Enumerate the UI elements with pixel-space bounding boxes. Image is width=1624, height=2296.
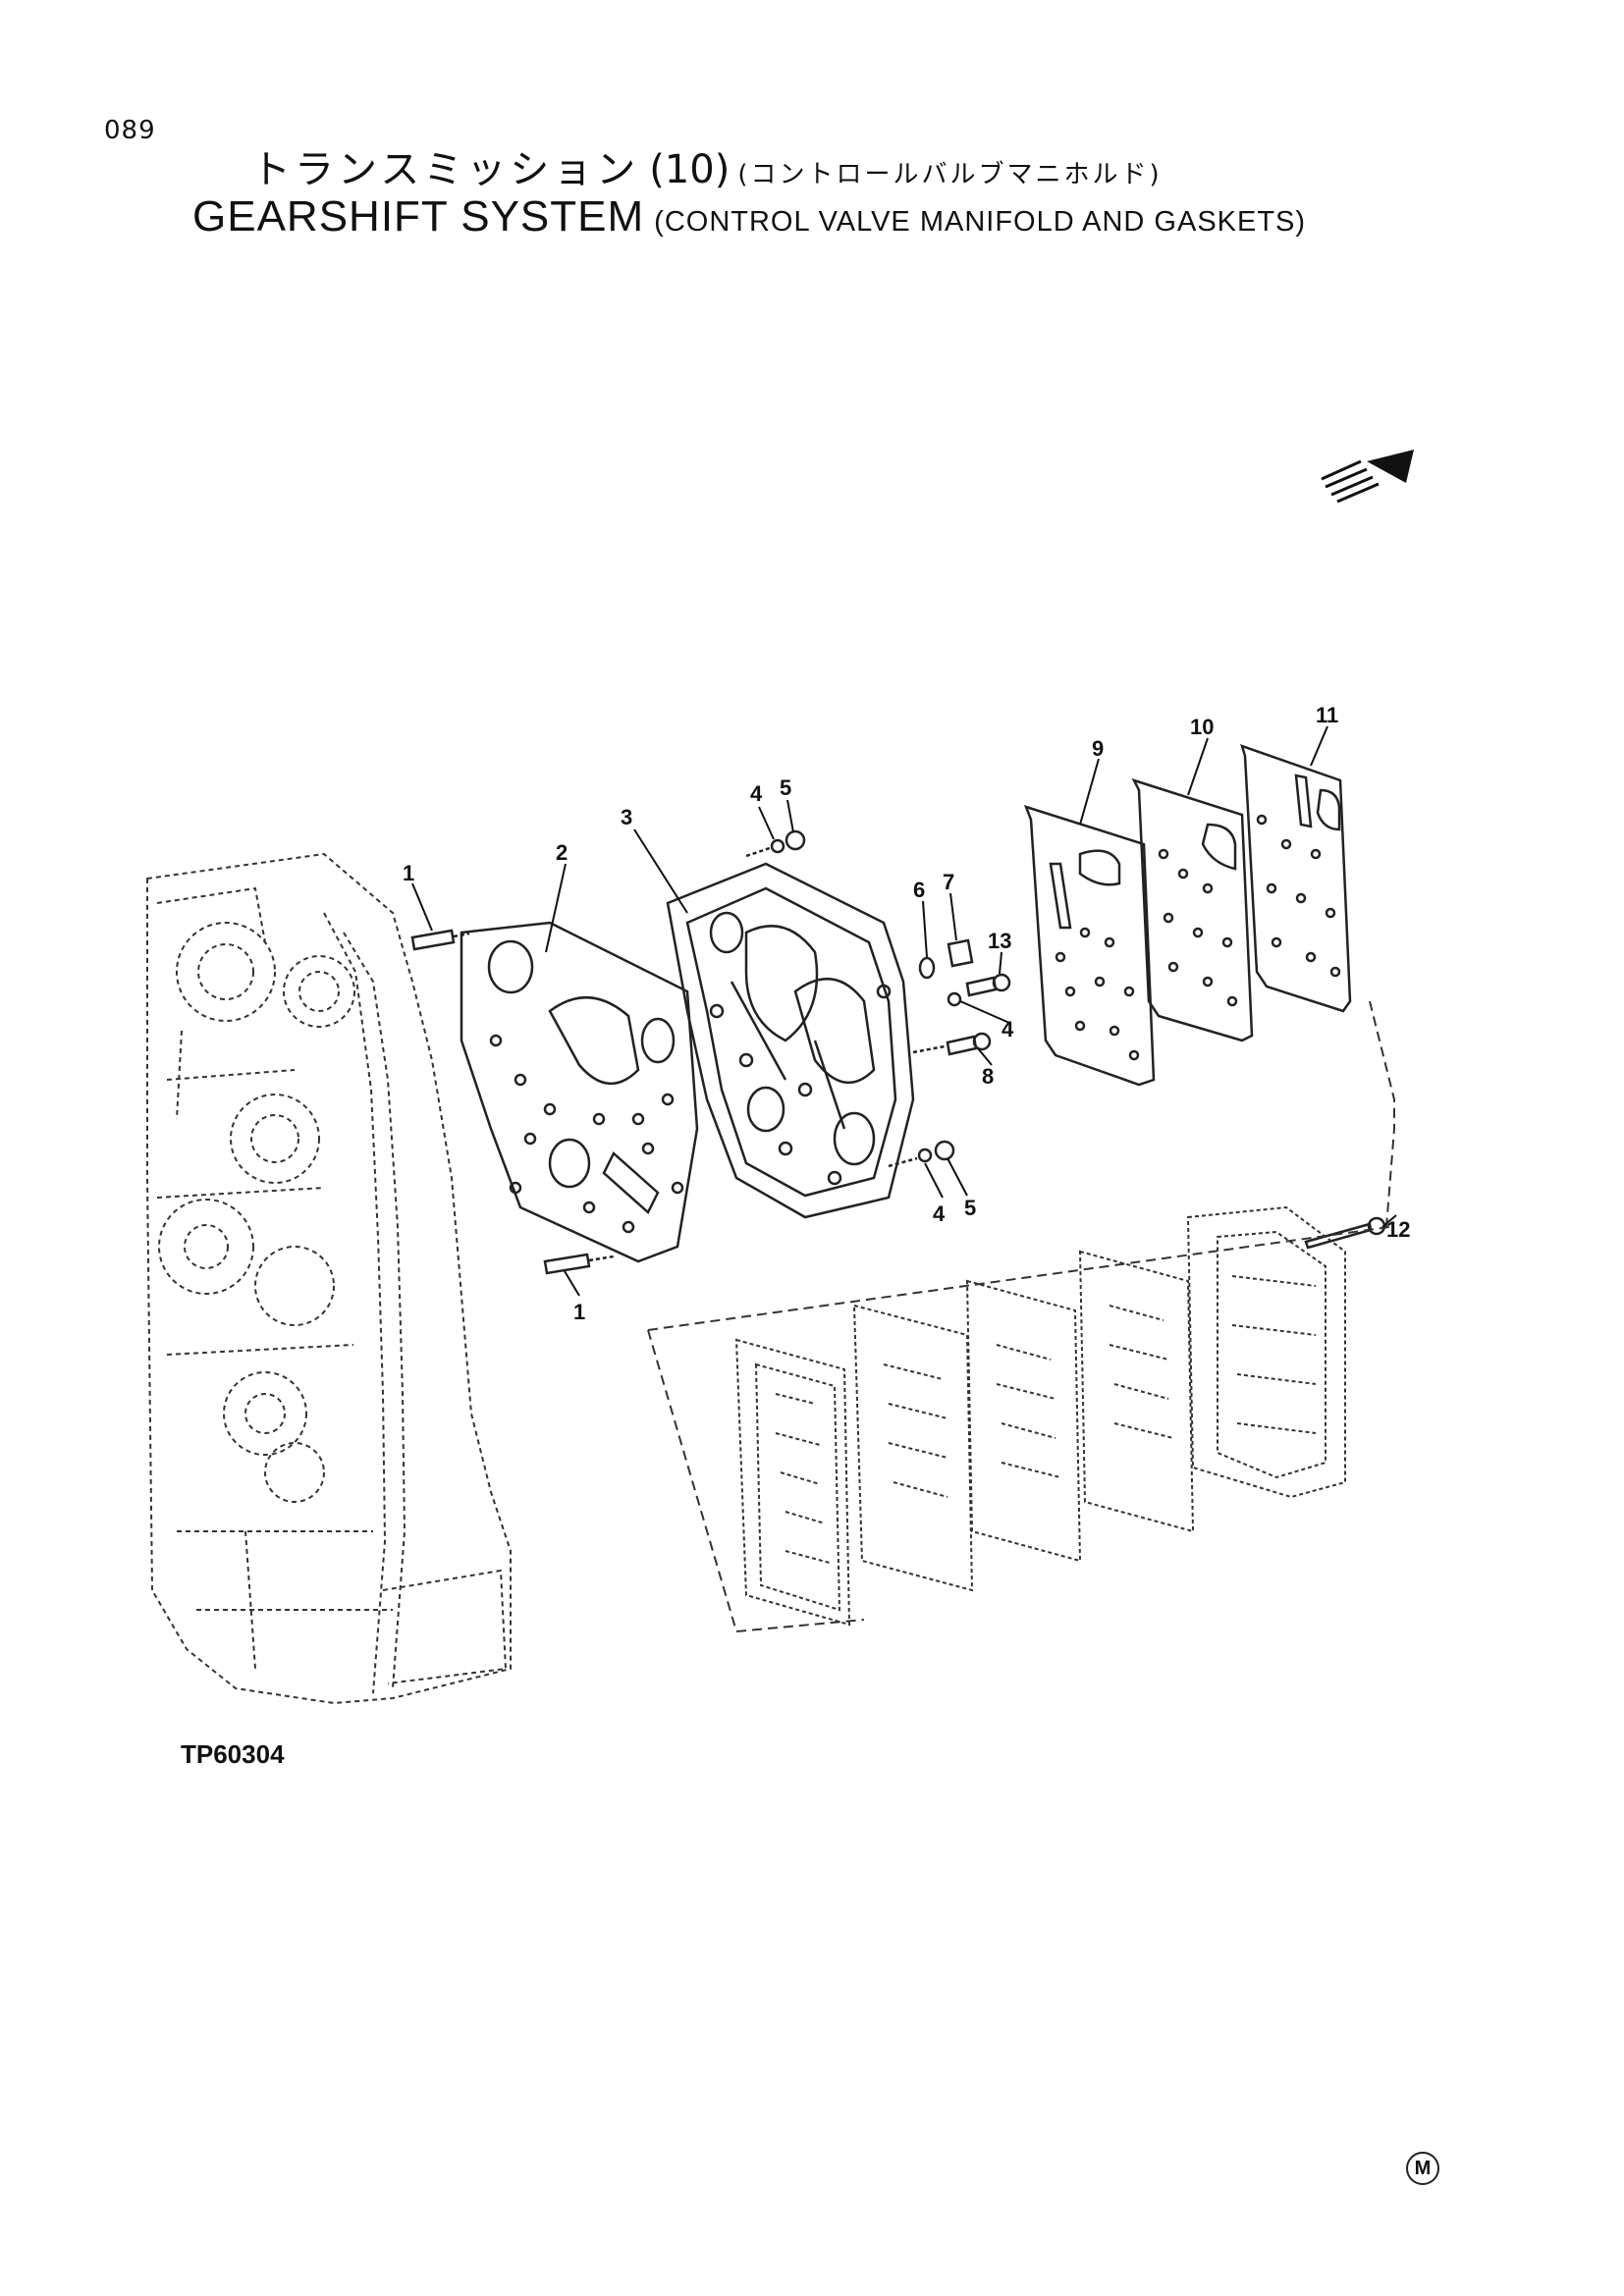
fittings-parts-6-7-13-4-8 [912,938,1011,1056]
stud-part-1-lower [543,1253,615,1275]
gasket-part-10 [1131,777,1254,1042]
gasket-part-11 [1240,744,1352,1013]
callout-12: 12 [1386,1217,1410,1242]
callout-4-middle: 4 [1001,1017,1014,1041]
washer-nut-parts-4-5-lower [888,1140,955,1168]
figure-code: TP60304 [181,1739,285,1769]
stud-part-1-upper [410,929,470,951]
direction-arrow-icon [1321,450,1414,504]
callout-5-lower: 5 [964,1196,976,1220]
callout-1-lower: 1 [573,1300,585,1324]
callout-5-upper: 5 [780,775,791,800]
title-japanese: トランスミッション(10)(コントロールバルブマニホルド) [251,137,1163,194]
control-valve-manifold-part-3 [666,862,915,1219]
callout-labels: 1 2 3 4 5 6 7 13 4 8 9 10 11 12 4 5 1 [403,703,1410,1324]
callout-3: 3 [621,805,632,829]
callout-4-lower: 4 [933,1201,946,1226]
callout-4-upper: 4 [750,781,763,806]
callout-1-upper: 1 [403,861,414,885]
callout-6: 6 [913,878,925,902]
callout-8: 8 [982,1064,994,1089]
bolt-part-12 [1304,1216,1386,1250]
callout-2: 2 [556,840,568,865]
transmission-housing [146,852,512,1705]
title-jp-main: トランスミッション [251,147,640,192]
callout-7: 7 [943,870,954,894]
gasket-part-9 [1023,805,1156,1087]
washer-nut-parts-4-5-upper [745,829,806,858]
lower-plates-and-valve-bodies [734,1205,1346,1627]
page-number: 089 [104,116,156,145]
title-english: GEARSHIFT SYSTEM (CONTROL VALVE MANIFOLD … [192,192,1306,241]
title-jp-number: (10) [649,147,731,192]
title-en-main: GEARSHIFT SYSTEM [192,192,645,240]
title-jp-subtitle: (コントロールバルブマニホルド) [737,160,1163,189]
callout-9: 9 [1092,736,1104,761]
callout-13: 13 [988,929,1011,953]
title-en-subtitle: (CONTROL VALVE MANIFOLD AND GASKETS) [654,206,1307,238]
exploded-view-outline [647,1000,1395,1633]
callout-11: 11 [1316,703,1338,727]
leader-lines [411,725,1397,1297]
callout-10: 10 [1190,715,1214,739]
gasket-part-2 [460,921,699,1263]
circled-m-mark: M [1406,2152,1439,2185]
